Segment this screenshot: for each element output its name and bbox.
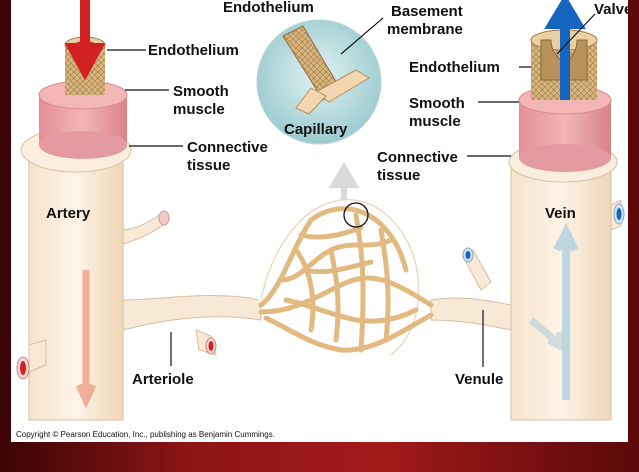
label-endothelium-capillary: Endothelium: [223, 0, 314, 16]
label-connective-tissue-vein-line1: Connective: [377, 149, 458, 166]
label-valve: Valve: [594, 1, 628, 18]
arteriole-branch-lumen: [209, 341, 214, 351]
label-venule: Venule: [455, 371, 503, 388]
label-endothelium-artery: Endothelium: [148, 42, 239, 59]
label-connective-tissue-artery-line2: tissue: [187, 157, 230, 174]
smooth-muscle-artery-bottom: [39, 131, 127, 159]
label-endothelium-vein: Endothelium: [409, 59, 500, 76]
smooth-muscle-vein-bottom: [519, 144, 611, 172]
venule-vessel: [431, 298, 511, 330]
artery-wall: [29, 150, 123, 420]
label-connective-tissue-vein-line2: tissue: [377, 167, 420, 184]
vein-branch-right-lumen: [617, 208, 622, 220]
label-smooth-muscle-artery-line2: muscle: [173, 101, 225, 118]
artery-blood-flow-arrow: [73, 0, 97, 70]
copyright-notice: Copyright © Pearson Education, Inc., pub…: [16, 430, 275, 439]
blood-vessel-diagram: Endothelium Basement membrane Valve Endo…: [11, 0, 628, 442]
label-connective-tissue-artery-line1: Connective: [187, 139, 268, 156]
arteriole-vessel: [123, 296, 261, 330]
vein-wall: [511, 165, 611, 420]
artery-branch-top-opening: [159, 211, 169, 225]
label-smooth-muscle-vein-line1: Smooth: [409, 95, 465, 112]
venule-branch-lumen: [466, 251, 471, 259]
label-capillary: Capillary: [284, 121, 348, 138]
label-vein: Vein: [545, 205, 576, 222]
label-arteriole: Arteriole: [132, 371, 194, 388]
label-basement-membrane-line2: membrane: [387, 21, 463, 38]
label-smooth-muscle-artery-line1: Smooth: [173, 83, 229, 100]
capillary-bed: [255, 168, 431, 360]
label-artery: Artery: [46, 205, 91, 222]
artery-branch-left-lumen: [20, 361, 26, 375]
label-basement-membrane-line1: Basement: [391, 3, 463, 20]
diagram-panel: Endothelium Basement membrane Valve Endo…: [11, 0, 628, 442]
label-smooth-muscle-vein-line2: muscle: [409, 113, 461, 130]
